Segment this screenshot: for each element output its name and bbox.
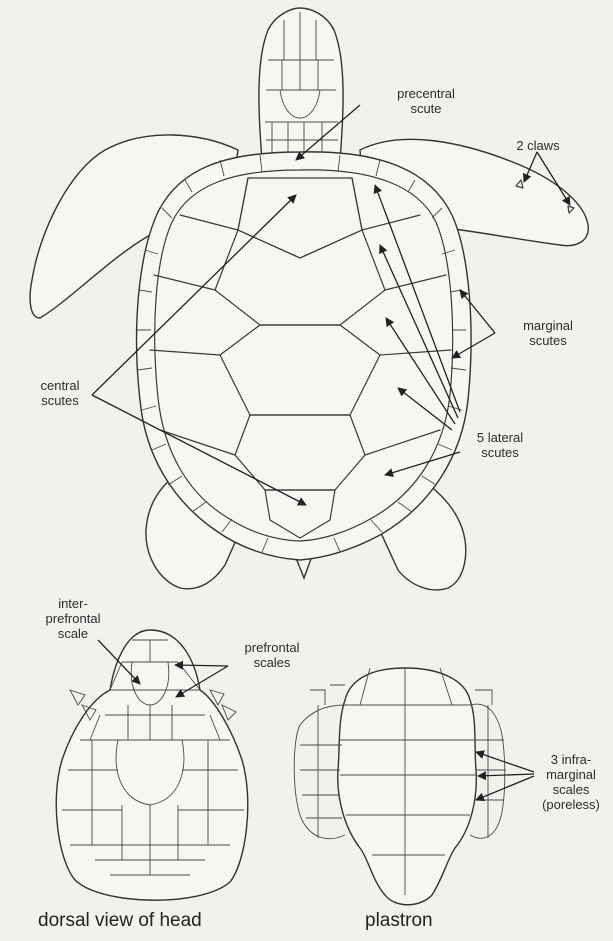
plastron-left-scales	[294, 685, 345, 839]
caption-dorsal-view-of-head: dorsal view of head	[38, 910, 202, 932]
head	[259, 8, 343, 160]
head-dorsal-view	[56, 630, 248, 900]
plastron-outline	[338, 668, 477, 905]
plastron-view	[294, 668, 534, 905]
label-precentral-scute: precentral scute	[366, 86, 486, 116]
label-central-scutes: central scutes	[20, 378, 100, 408]
label-prefrontal-scales: prefrontal scales	[222, 640, 322, 670]
carapace-outline	[137, 152, 471, 560]
label-inframarginal-scales: 3 infra- marginal scales (poreless)	[530, 752, 612, 812]
label-interprefrontal-scale: inter- prefrontal scale	[28, 596, 118, 641]
label-claws: 2 claws	[498, 138, 578, 153]
caption-plastron: plastron	[365, 910, 433, 932]
label-lateral-scutes: 5 lateral scutes	[450, 430, 550, 460]
label-marginal-scutes: marginal scutes	[498, 318, 598, 348]
turtle-dorsal-view	[30, 8, 588, 590]
